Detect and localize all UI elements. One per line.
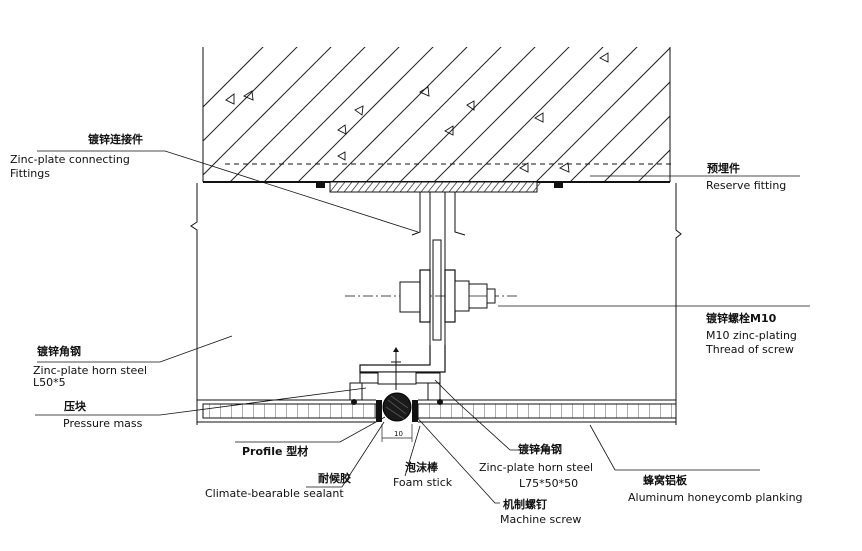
- label-machine-screw-cn: 机制螺钉: [503, 497, 547, 511]
- label-reserve-fitting-en: Reserve fitting: [706, 179, 786, 192]
- label-sealant-cn: 耐候胶: [318, 471, 351, 485]
- label-angle-steel-l75-size: L75*50*50: [519, 477, 578, 490]
- label-sealant-en: Climate-bearable sealant: [205, 487, 344, 500]
- honeycomb-panels: [197, 399, 677, 423]
- aggregate-triangles: [225, 52, 609, 173]
- leader-lines: [35, 150, 810, 504]
- label-angle-steel-l75-cn: 镀锌角钢: [518, 442, 562, 456]
- label-angle-steel-l75-en: Zinc-plate horn steel: [479, 461, 593, 474]
- label-bolt-en: M10 zinc-plating: [706, 329, 797, 342]
- wall-lines: [190, 183, 682, 425]
- bolt-m10: [345, 269, 520, 323]
- annotations: 镀锌连接件 Zinc-plate connecting Fittings 预埋件…: [10, 132, 803, 526]
- label-profile: Profile 型材: [242, 444, 308, 458]
- label-bolt-cn: 镀锌螺栓M10: [706, 311, 777, 325]
- label-angle-steel-l50-en: Zinc-plate horn steel: [33, 364, 147, 377]
- slab-hatching: [203, 47, 670, 182]
- label-angle-steel-l50-cn: 镀锌角钢: [37, 344, 81, 358]
- label-pressure-mass-en: Pressure mass: [63, 417, 143, 430]
- label-connecting-fitting-en2: Fittings: [10, 167, 50, 180]
- label-foam-stick-cn: 泡沫棒: [405, 460, 439, 474]
- label-bolt-en2: Thread of screw: [705, 343, 794, 356]
- embedded-plate: [316, 181, 563, 193]
- label-connecting-fitting-en: Zinc-plate connecting: [10, 153, 130, 166]
- label-machine-screw-en: Machine screw: [500, 513, 581, 526]
- pressure-block-profile: [349, 347, 441, 401]
- label-honeycomb-cn: 蜂窝铝板: [643, 473, 688, 487]
- label-honeycomb-en: Aluminum honeycomb planking: [628, 491, 803, 504]
- gap-dimension-value: 10: [394, 430, 403, 438]
- label-reserve-fitting-cn: 预埋件: [707, 161, 740, 175]
- connecting-fitting: [405, 191, 470, 345]
- foam-stick-sealant: [351, 392, 443, 422]
- label-connecting-fitting-cn: 镀锌连接件: [88, 132, 143, 146]
- concrete-slab: [202, 47, 672, 183]
- label-angle-steel-l50-size: L50*5: [33, 376, 66, 389]
- gap-dimension: 10: [381, 424, 413, 442]
- label-foam-stick-en: Foam stick: [393, 476, 453, 489]
- label-pressure-mass-cn: 压块: [64, 399, 87, 413]
- angle-steel-l75: [359, 345, 446, 373]
